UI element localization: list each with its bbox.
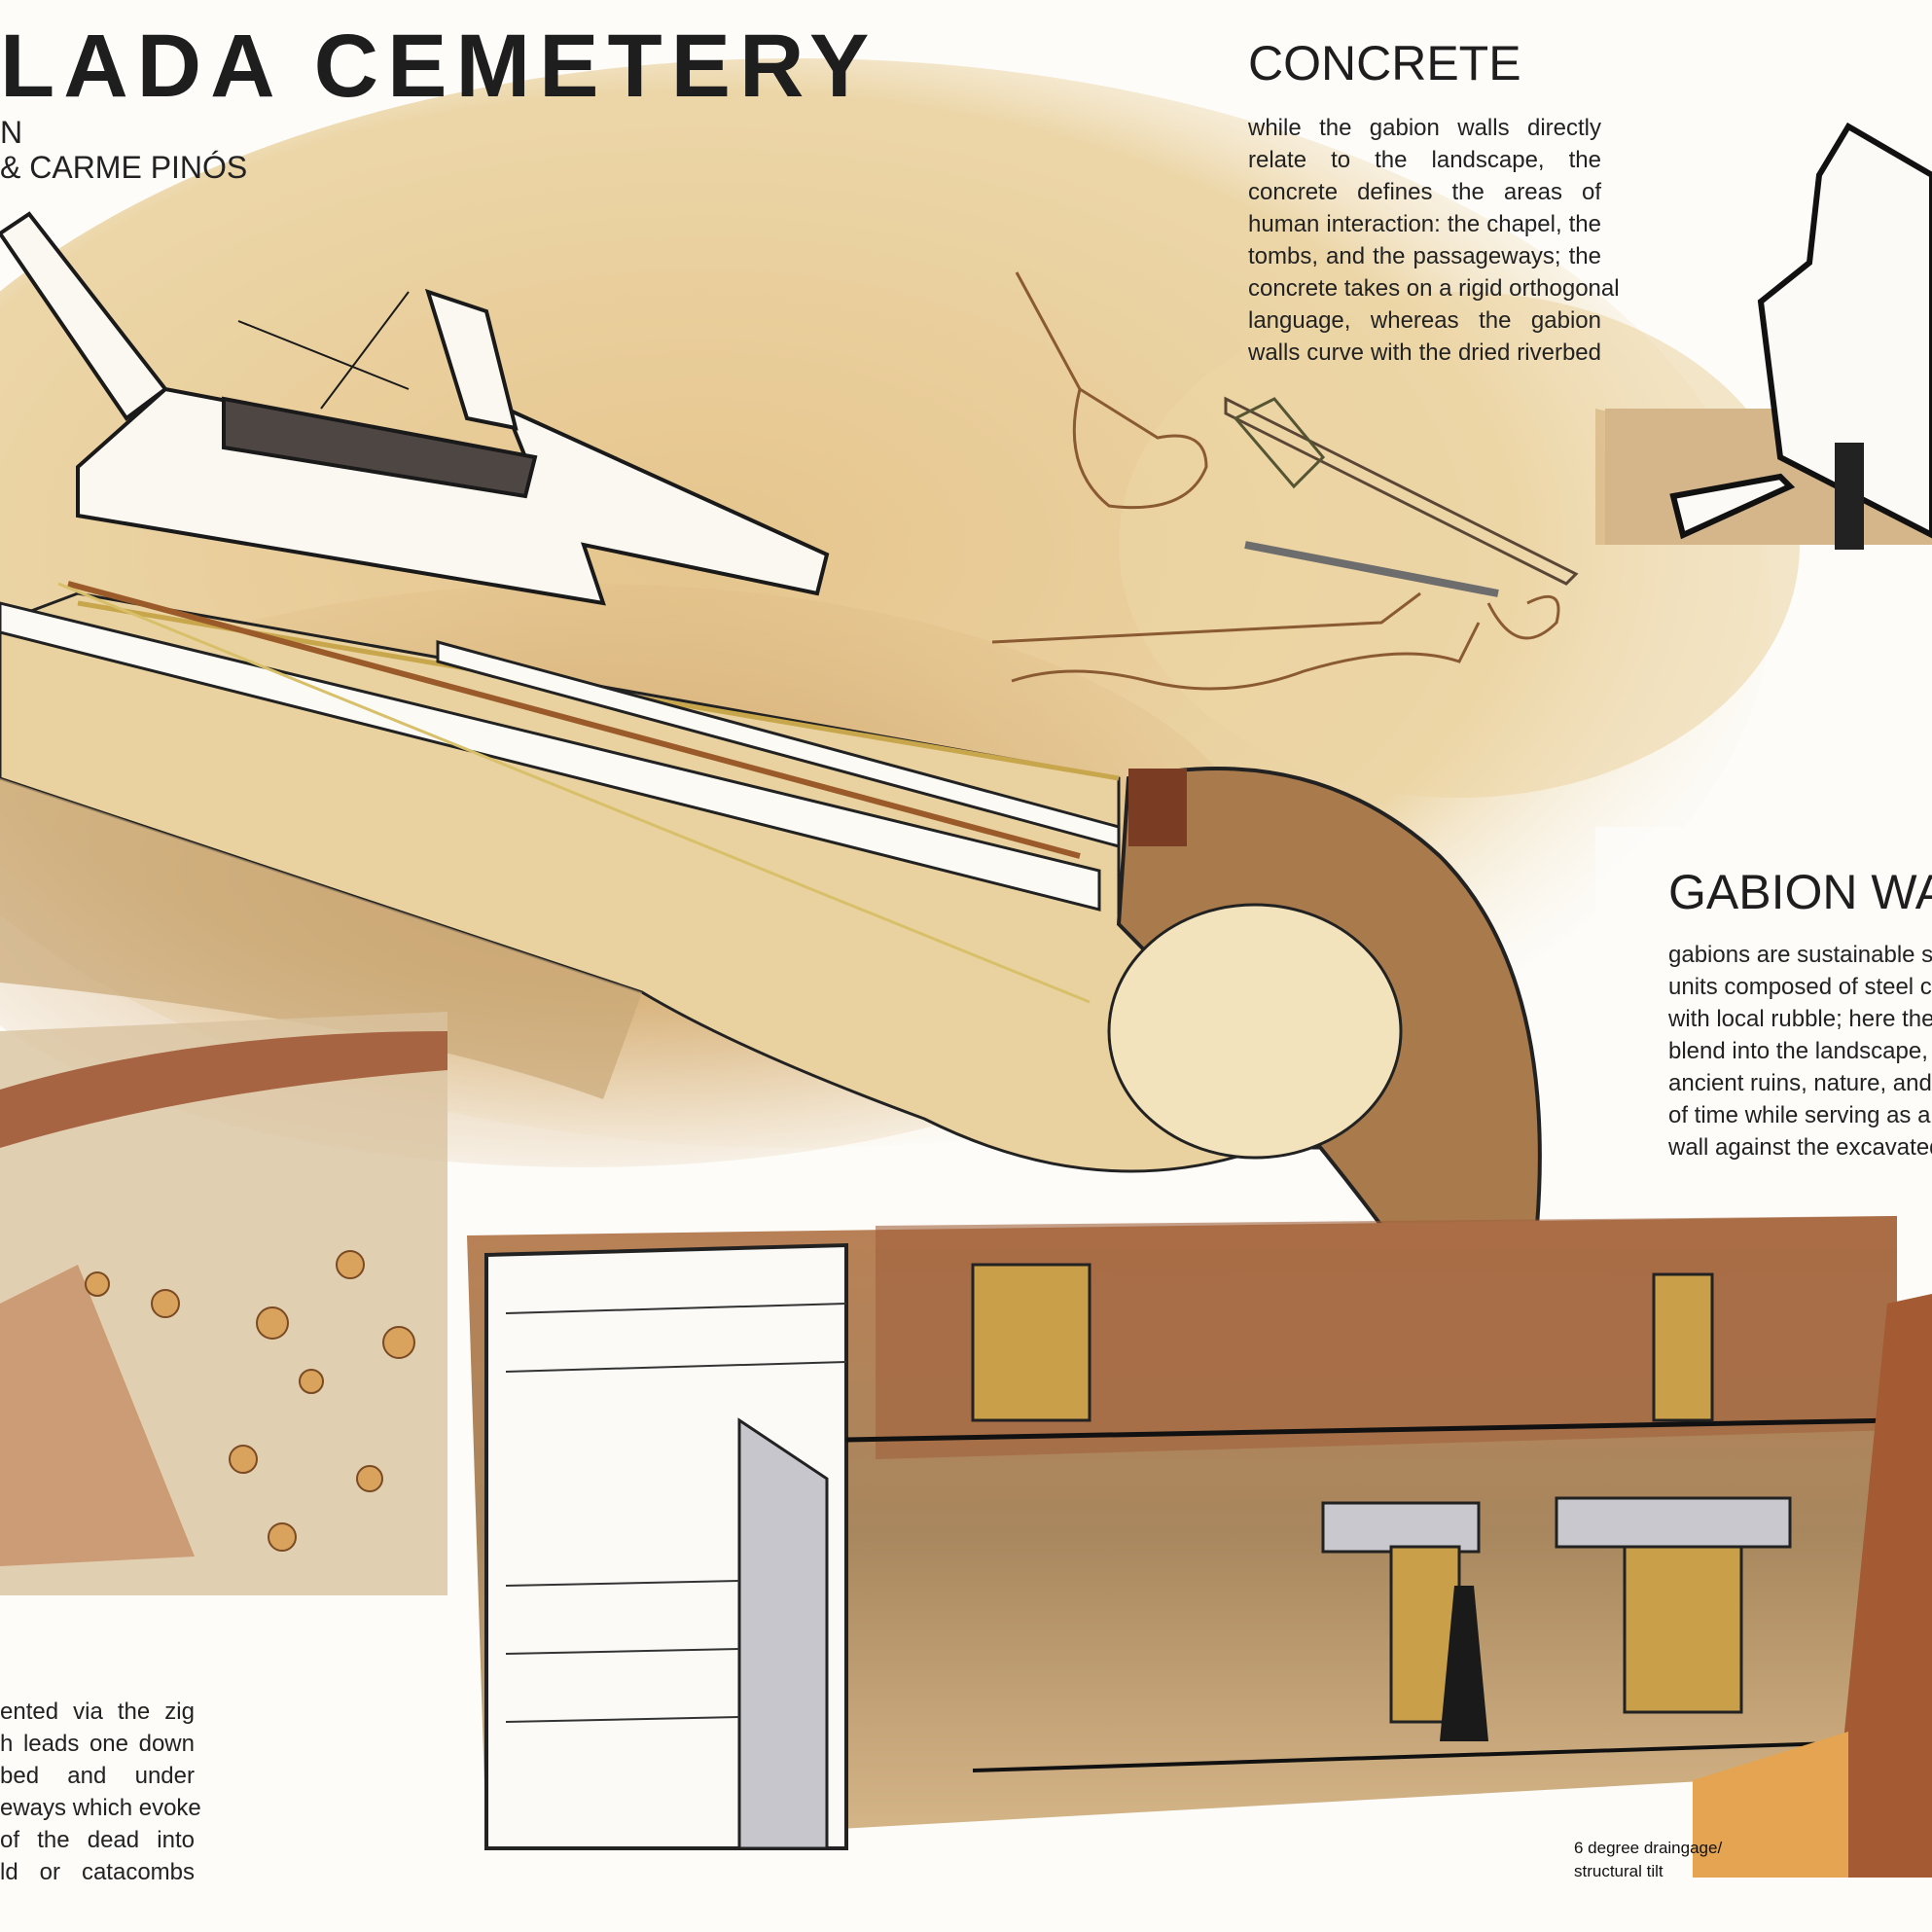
text-line: blend into the landscape,: [1668, 1038, 1928, 1064]
text-line: while the gabion walls directly: [1248, 115, 1601, 141]
architects-subtitle: & CARME PINÓS: [0, 150, 248, 185]
concrete-description: while the gabion walls directly relate t…: [1248, 112, 1620, 369]
text-line: tombs, and the passageways; the: [1248, 243, 1601, 269]
text-line: ld or catacombs: [0, 1859, 195, 1885]
section-elevation: [467, 1216, 1932, 1887]
drainage-annotation: 6 degree draingage/ structural tilt: [1574, 1837, 1722, 1883]
gabion-heading: GABION WAL: [1668, 865, 1932, 919]
riverbed-perspective: [0, 581, 1542, 1228]
entry-description: ented via the zig h leads one down bed a…: [0, 1696, 201, 1888]
plan-sketch: [991, 271, 1579, 691]
text-line: h leads one down: [0, 1731, 195, 1757]
text-line: concrete defines the areas of: [1248, 179, 1601, 205]
text-line: of time while serving as a: [1668, 1102, 1931, 1128]
text-line: units composed of steel ca: [1668, 974, 1932, 1000]
gabion-description: gabions are sustainable s units composed…: [1668, 939, 1932, 1163]
subtitle-line-1: N: [0, 115, 23, 150]
text-line: walls curve with the dried riverbed: [1248, 340, 1601, 366]
text-line: wall against the excavated: [1668, 1134, 1932, 1161]
text-line: bed and under: [0, 1763, 195, 1789]
text-line: gabions are sustainable s: [1668, 942, 1932, 968]
text-line: with local rubble; here the: [1668, 1006, 1932, 1032]
text-line: relate to the landscape, the: [1248, 147, 1601, 173]
chapel-sketch: [0, 211, 830, 606]
text-line: of the dead into: [0, 1827, 195, 1853]
text-line: ancient ruins, nature, and th: [1668, 1070, 1932, 1096]
page-title: LADA CEMETERY: [0, 17, 878, 116]
text-line: concrete takes on a rigid orthogonal: [1248, 275, 1620, 302]
text-line: human interaction: the chapel, the: [1248, 211, 1601, 237]
concrete-heading: CONCRETE: [1248, 36, 1521, 90]
annotation-line-1: 6 degree draingage/: [1574, 1839, 1723, 1857]
chapel-corner-sketch: [1605, 122, 1932, 550]
gabion-rubble-section: [0, 1012, 447, 1595]
annotation-line-2: structural tilt: [1574, 1862, 1664, 1880]
text-line: eways which evoke: [0, 1795, 201, 1821]
text-line: language, whereas the gabion: [1248, 307, 1601, 334]
text-line: ented via the zig: [0, 1699, 195, 1725]
